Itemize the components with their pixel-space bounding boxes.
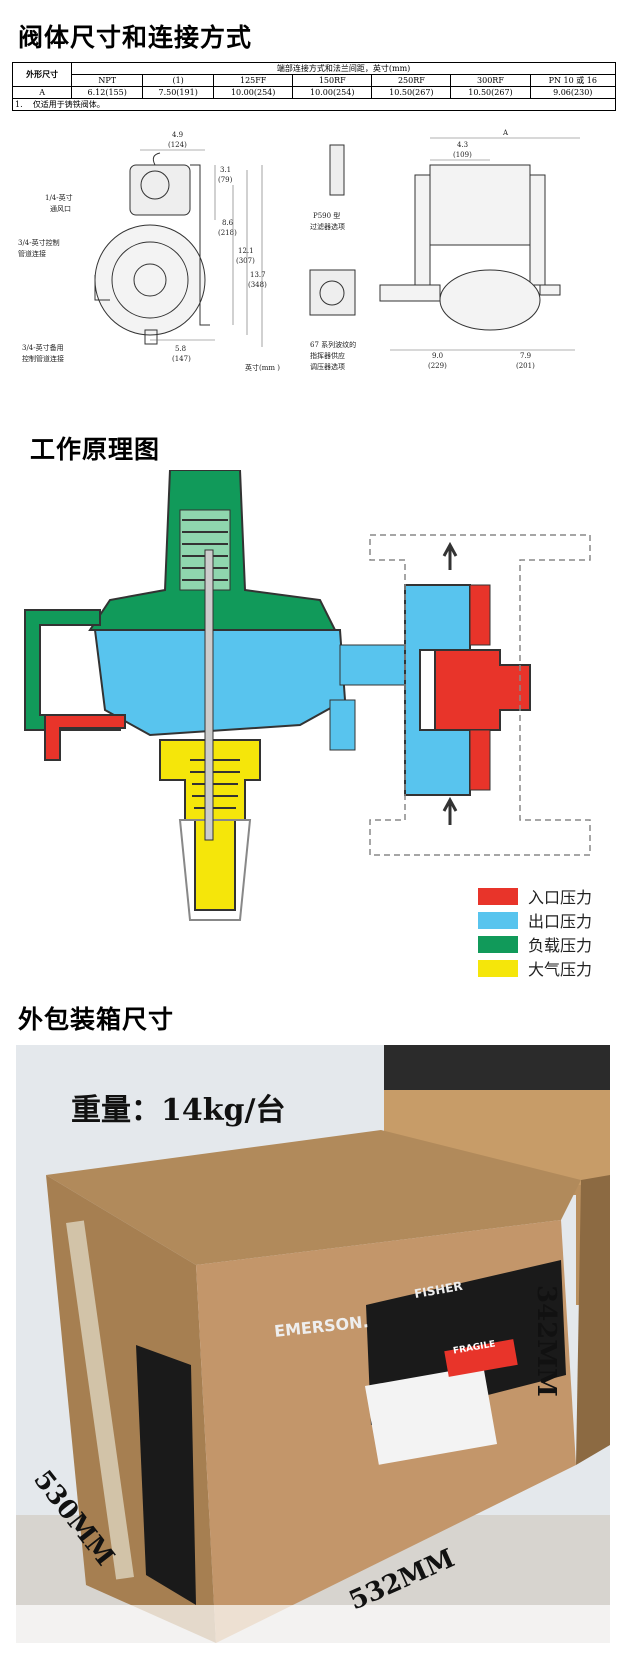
table-col-header: 300RF [450, 74, 531, 87]
legend-label: 入口压力 [528, 888, 593, 907]
dim-9-0-mm: (229) [428, 362, 447, 370]
legend-label: 负载压力 [528, 936, 593, 955]
label-backup-2: 控制管道连接 [22, 354, 64, 363]
label-pilot-1: 67 系列波纹的 [310, 340, 356, 349]
footnote-text: 仅适用于铸铁阀体。 [32, 100, 105, 109]
table-footnote: 1. 仅适用于铸铁阀体。 [12, 98, 616, 111]
table-col-header: PN 10 或 16 [529, 74, 616, 87]
table-group-header: 端部连接方式和法兰间距，英寸(mm) [71, 62, 616, 75]
table-col-header: (1) [142, 74, 215, 87]
table-row-header: 外形尺寸 [11, 62, 73, 87]
dim-13-7: 13.7 [250, 271, 266, 279]
label-filter-1: P590 型 [313, 211, 340, 220]
section-title-principle: 工作原理图 [30, 435, 161, 464]
label-filter-2: 过滤器选项 [310, 222, 345, 231]
table-col-header: 150RF [292, 74, 373, 87]
legend-item: 出口压力 [478, 908, 592, 932]
label-pilot-3: 调压器选项 [310, 362, 345, 371]
left-view-labels: 1/4-英寸 通风口 3/4-英寸控制 管道连接 3/4-英寸备用 控制管道连接… [18, 131, 280, 372]
pressure-legend: 入口压力 出口压力 负载压力 大气压力 [478, 884, 592, 980]
dim-3-1: 3.1 [220, 166, 231, 174]
label-control-2: 管道连接 [18, 249, 46, 258]
legend-swatch-atmospheric [478, 959, 518, 977]
dim-5-8: 5.8 [175, 345, 186, 353]
label-vent-1: 1/4-英寸 [45, 193, 73, 202]
table-col-header: 125FF [213, 74, 294, 87]
dim-9-0: 9.0 [432, 352, 443, 360]
label-backup-1: 3/4-英寸备用 [22, 343, 64, 352]
middle-view-labels: P590 型 过滤器选项 67 系列波纹的 指挥器供应 调压器选项 [310, 211, 356, 371]
legend-swatch-outlet [478, 911, 518, 929]
legend-item: 入口压力 [478, 884, 592, 908]
legend-swatch-loading [478, 935, 518, 953]
table-cell: 10.50(267) [450, 86, 531, 99]
label-pilot-2: 指挥器供应 [310, 351, 345, 360]
dim-7-9-mm: (201) [516, 362, 535, 370]
label-control-1: 3/4-英寸控制 [18, 238, 60, 247]
dim-12-1: 12.1 [238, 247, 254, 255]
dimension-table: 外形尺寸 端部连接方式和法兰间距，英寸(mm) NPT (1) 125FF 15… [11, 62, 616, 111]
legend-label: 出口压力 [528, 912, 593, 931]
dim-3-1-mm: (79) [218, 176, 233, 184]
dim-5-8-mm: (147) [172, 355, 191, 363]
dim-a: A [502, 129, 509, 137]
legend-item: 负载压力 [478, 932, 592, 956]
dim-4-9: 4.9 [172, 131, 183, 139]
box-height-label: 342MM [531, 1285, 561, 1397]
unit-label: 英寸(mm ) [245, 363, 280, 372]
table-cell: 7.50(191) [142, 86, 215, 99]
dim-4-9-mm: (124) [168, 141, 187, 149]
legend-swatch-inlet [478, 887, 518, 905]
label-vent-2: 通风口 [50, 204, 71, 213]
legend-item: 大气压力 [478, 956, 592, 980]
legend-label: 大气压力 [528, 960, 593, 979]
dim-4-3: 4.3 [457, 141, 468, 149]
dim-12-1-mm: (307) [236, 257, 255, 265]
right-view-labels: A 4.3 (109) 9.0 (229) 7.9 (201) [428, 129, 535, 370]
dim-8-6-mm: (218) [218, 229, 237, 237]
box-illustration [16, 1045, 610, 1643]
table-row-label: A [11, 86, 73, 99]
table-cell: 10.00(254) [213, 86, 294, 99]
table-col-header: 250RF [371, 74, 452, 87]
working-principle-diagram [24, 470, 591, 921]
dim-7-9: 7.9 [520, 352, 531, 360]
dimension-drawing: 1/4-英寸 通风口 3/4-英寸控制 管道连接 3/4-英寸备用 控制管道连接… [18, 129, 580, 372]
table-cell: 6.12(155) [71, 86, 144, 99]
section-title-packing: 外包装箱尺寸 [18, 1005, 175, 1034]
table-cell: 9.06(230) [529, 86, 616, 99]
footnote-number: 1. [15, 100, 23, 109]
dim-4-3-mm: (109) [453, 151, 472, 159]
table-cell: 10.50(267) [371, 86, 452, 99]
table-cell: 10.00(254) [292, 86, 373, 99]
packing-box-photo: 重量：14kg/台 532MM 530MM 342MM EMERSON. FIS… [16, 1045, 610, 1643]
dim-8-6: 8.6 [222, 219, 234, 227]
dim-13-7-mm: (348) [248, 281, 267, 289]
table-col-header: NPT [71, 74, 144, 87]
box-weight-label: 重量：14kg/台 [71, 1093, 286, 1128]
section-title-dimensions: 阀体尺寸和连接方式 [18, 23, 253, 52]
